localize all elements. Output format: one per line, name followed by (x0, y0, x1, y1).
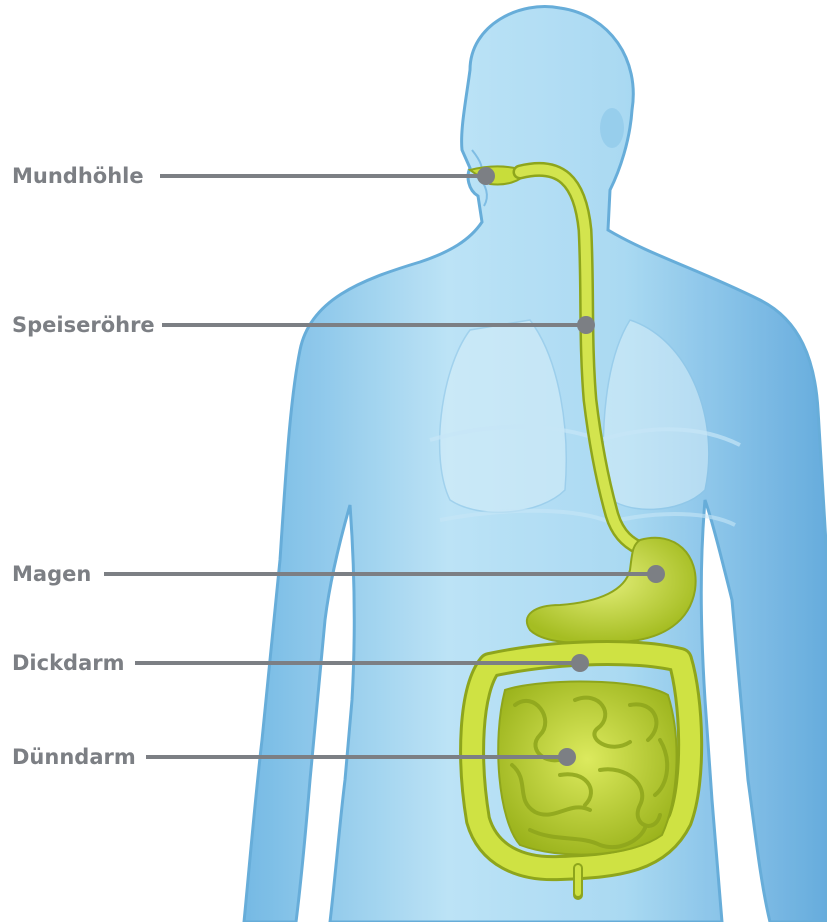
label-duenndarm: Dünndarm (12, 745, 136, 769)
leader-dot-speiseroehre (577, 316, 595, 334)
label-mundhoehle: Mundhöhle (12, 164, 144, 188)
leader-dot-duenndarm (558, 748, 576, 766)
label-magen: Magen (12, 562, 91, 586)
label-dickdarm: Dickdarm (12, 651, 125, 675)
label-speiseroehre: Speiseröhre (12, 313, 155, 337)
leader-dot-magen (647, 565, 665, 583)
leader-dot-dickdarm (571, 654, 589, 672)
leader-dot-mundhoehle (477, 167, 495, 185)
